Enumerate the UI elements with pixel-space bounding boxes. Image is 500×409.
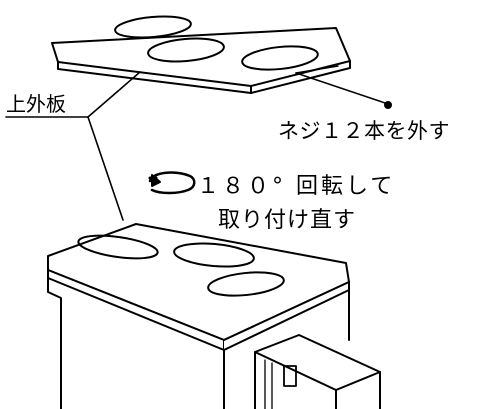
label-rotate-line1: １８０° 回転して (197, 174, 396, 199)
panel-hole (241, 45, 319, 71)
panel-leader-lines (5, 71, 141, 221)
rotate-arrow-icon (148, 171, 196, 195)
panel-hole (114, 15, 192, 39)
unit-hole (207, 271, 285, 297)
unit-hole (173, 242, 255, 268)
unit-hole (77, 234, 159, 260)
unit-window (283, 365, 297, 387)
label-upper-outer-panel: 上外板 (6, 92, 66, 116)
label-remove-screws: ネジ１２本を外す (278, 119, 450, 143)
label-rotate-line2: 取り付け直す (218, 208, 357, 233)
lower-unit (47, 223, 381, 409)
panel-hole (147, 37, 225, 63)
upper-panel (51, 15, 351, 94)
screw-icon (295, 72, 392, 109)
